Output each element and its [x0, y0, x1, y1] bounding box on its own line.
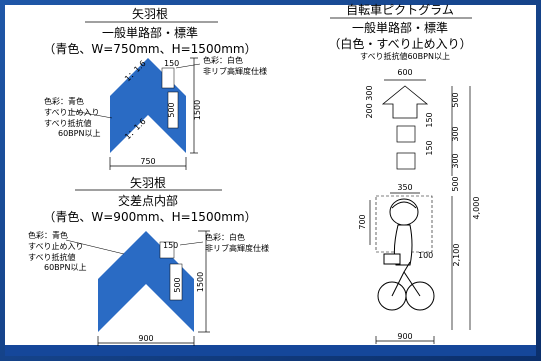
panel-c-square-1 — [396, 125, 416, 143]
panel-a-spec: （青色、W=750mm、H=1500mm） — [43, 42, 256, 56]
panel-b-dim-500: 500 — [173, 277, 182, 292]
panel-b-dim-900: 900 — [138, 334, 153, 343]
panel-c-dim-900: 900 — [397, 332, 412, 341]
panel-c-dim-500-top: 500 — [451, 92, 460, 107]
panel-b-note-left-4: 60BPN以上 — [44, 263, 86, 272]
panel-c-arrow-icon — [381, 85, 429, 119]
panel-c-title: 自転車ピクトグラム — [346, 3, 454, 17]
panel-c-dim-200-300: 200 300 — [365, 85, 374, 118]
panel-a-note-left-3: すべり抵抗値 — [44, 118, 91, 128]
panel-c-dim-150-a: 150 — [425, 112, 434, 127]
panel-c-note: すべり抵抗値60BPN以上 — [360, 51, 450, 61]
panel-c-dim-2100: 2,100 — [452, 244, 461, 267]
panel-b-title: 矢羽根 — [130, 176, 166, 190]
panel-b-note-left-2: すべり止め入り — [28, 241, 83, 251]
panel-c-spec: （白色・すべり止め入り） — [328, 36, 471, 51]
panel-a-white-mark-top — [161, 67, 175, 89]
panel-c-square-2 — [396, 152, 416, 170]
panel-a-note-right-1: 色彩：白色 — [203, 55, 243, 65]
panel-a: 矢羽根 一般単路部・標準 （青色、W=750mm、H=1500mm） 1：1.6… — [43, 7, 267, 170]
panel-c-dim-500-mid: 500 — [451, 176, 460, 191]
panel-b-dim-1500: 1500 — [196, 272, 205, 292]
panel-b-note-right-1: 色彩：白色 — [205, 232, 245, 242]
panel-c-dim-700: 700 — [358, 214, 367, 229]
panel-b-spec: （青色、W=900mm、H=1500mm） — [43, 210, 256, 224]
panel-c-subtitle: 一般単路部・標準 — [352, 20, 448, 35]
panel-a-dim-500: 500 — [167, 102, 176, 117]
panel-a-note-left-1: 色彩：青色 — [44, 96, 84, 106]
panel-a-dim-750: 750 — [140, 157, 155, 166]
panel-b-subtitle: 交差点内部 — [118, 193, 178, 208]
panel-c-dim-150-b: 150 — [425, 140, 434, 155]
panel-b-white-mark-mid — [169, 263, 183, 301]
panel-a-white-mark-mid — [167, 91, 179, 129]
panel-c: 自転車ピクトグラム 一般単路部・標準 （白色・すべり止め入り） すべり抵抗値60… — [328, 3, 481, 344]
panel-a-title: 矢羽根 — [132, 7, 168, 21]
panel-b-note-left-3: すべり抵抗値 — [28, 252, 75, 262]
panel-a-note-right-2: 非リブ高輝度仕様 — [203, 66, 267, 76]
panel-a-note-left-4: 60BPN以上 — [58, 129, 100, 138]
panel-b-note-right-2: 非リブ高輝度仕様 — [205, 243, 269, 253]
white-canvas — [5, 5, 536, 345]
panel-c-dim-4000: 4,000 — [472, 197, 481, 220]
panel-c-dim-300-a: 300 — [451, 126, 460, 141]
panel-a-subtitle: 一般単路部・標準 — [102, 25, 198, 40]
panel-a-dim-1500: 1500 — [193, 100, 202, 120]
bicycle-icon — [377, 198, 435, 311]
panel-b-white-mark-top — [159, 241, 175, 259]
panel-b: 矢羽根 交差点内部 （青色、W=900mm、H=1500mm） 色彩：青色 すべ… — [28, 176, 269, 346]
panel-c-dim-600: 600 — [397, 68, 412, 77]
panel-a-dim-150: 150 — [164, 59, 179, 68]
panel-c-dim-300-b: 300 — [451, 153, 460, 168]
panel-b-dim-150: 150 — [163, 241, 178, 250]
panel-b-note-left-1: 色彩：青色 — [28, 230, 68, 240]
panel-c-dim-350: 350 — [397, 183, 412, 192]
bottom-band — [5, 345, 536, 356]
panel-a-note-left-2: すべり止め入り — [44, 107, 99, 117]
panel-c-dim-100: 100 — [418, 251, 433, 260]
